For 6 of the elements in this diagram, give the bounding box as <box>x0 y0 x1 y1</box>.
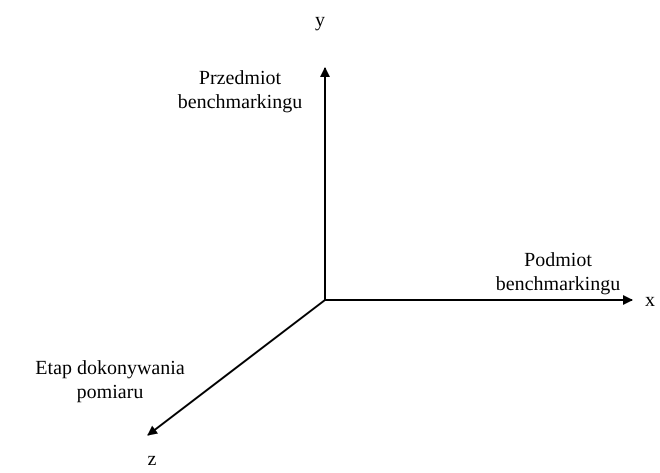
axis-caption: Etap dokonywania pomiaru <box>34 356 186 404</box>
axis-caption: Podmiot benchmarkingu <box>494 248 622 296</box>
axis-caption: Przedmiot benchmarkingu <box>176 66 304 114</box>
axis-label: x <box>644 288 656 312</box>
axis-label: z <box>146 447 158 471</box>
axis-label: y <box>314 8 326 32</box>
